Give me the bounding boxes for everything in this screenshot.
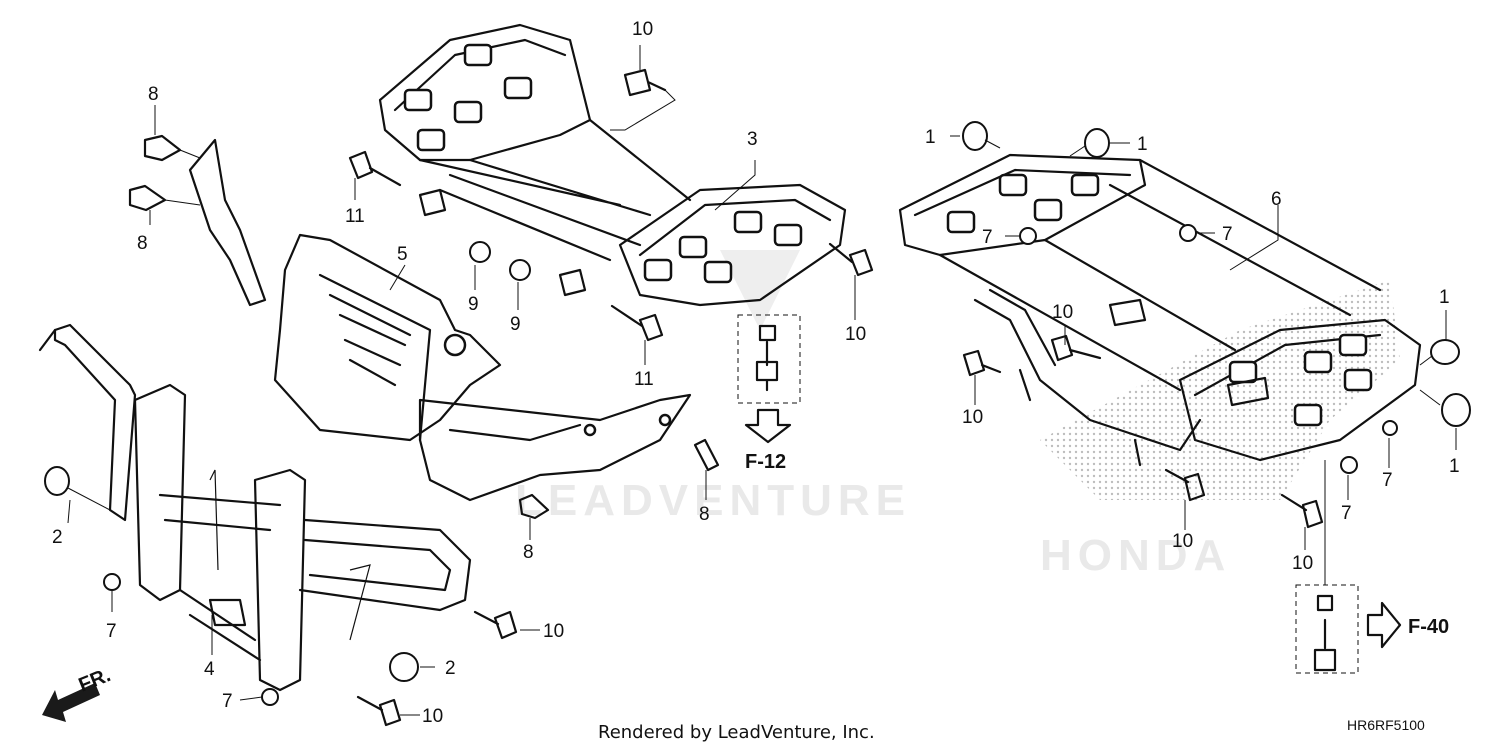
part-3-front-carrier: [378, 23, 847, 307]
arrow-right-icon: [1366, 601, 1402, 649]
fasteners: [44, 45, 1471, 727]
callout-4: 4: [204, 659, 215, 680]
callout-10: 10: [422, 706, 443, 727]
callout-10: 10: [632, 19, 653, 40]
callout-9: 9: [510, 314, 521, 335]
callout-11: 11: [634, 369, 654, 390]
leadventure-watermark: LEADVENTURE: [515, 250, 911, 525]
honda-watermark-text: HONDA: [1040, 531, 1231, 580]
callout-7: 7: [1222, 224, 1233, 245]
callout-7: 7: [1341, 503, 1352, 524]
flange-bolt-icon: [348, 68, 1337, 727]
part-4-front-bumper: [38, 323, 472, 692]
callout-10: 10: [845, 324, 866, 345]
callout-8: 8: [148, 84, 159, 105]
callout-labels: 10 3 8 8 5 11 9 9 11 10 8 8 2 7 4 7 10 2…: [52, 19, 1460, 727]
callout-8: 8: [523, 542, 534, 563]
callout-7: 7: [1382, 470, 1393, 491]
ref-f12-label: F-12: [745, 451, 786, 473]
callout-11: 11: [345, 206, 365, 227]
diagram-code: HR6RF5100: [1347, 717, 1425, 733]
honda-watermark-logo: HONDA: [1040, 280, 1400, 580]
callout-10: 10: [543, 621, 564, 642]
callout-2: 2: [52, 527, 63, 548]
callout-9: 9: [468, 294, 479, 315]
leader-lines: [67, 45, 1457, 716]
part-6-rear-carrier: [898, 153, 1422, 467]
reference-f12[interactable]: F-12: [744, 408, 792, 473]
callout-7: 7: [222, 691, 233, 712]
leadventure-watermark-text: LEADVENTURE: [515, 476, 911, 525]
callout-2: 2: [445, 658, 456, 679]
callout-10: 10: [1052, 302, 1073, 323]
flange-nut-icon: [103, 224, 1398, 706]
ref-f40-label: F-40: [1408, 616, 1449, 638]
callout-10: 10: [1172, 531, 1193, 552]
callout-6: 6: [1271, 189, 1282, 210]
callout-8: 8: [137, 233, 148, 254]
callout-1: 1: [1449, 456, 1460, 477]
callout-1: 1: [1137, 134, 1148, 155]
callout-7: 7: [106, 621, 117, 642]
arrow-down-icon: [744, 408, 792, 444]
callout-1: 1: [925, 127, 936, 148]
arrow-front-icon: [42, 683, 100, 722]
callout-5: 5: [397, 244, 408, 265]
callout-10: 10: [1292, 553, 1313, 574]
push-clip-icon: [128, 134, 720, 520]
part-5-front-cover: [188, 138, 692, 502]
rubber-pad-icon: [44, 121, 1471, 682]
callout-10: 10: [962, 407, 983, 428]
callout-7: 7: [982, 227, 993, 248]
footer-credit: Rendered by LeadVenture, Inc.: [598, 722, 875, 743]
hardware-group-box-f12: [737, 314, 801, 404]
callout-8: 8: [699, 504, 710, 525]
front-direction-indicator: FR.: [42, 664, 114, 722]
reference-f40[interactable]: F-40: [1366, 601, 1449, 649]
callout-1: 1: [1439, 287, 1450, 308]
hardware-group-box-f40: [1295, 584, 1359, 674]
front-label: FR.: [76, 664, 114, 696]
callout-3: 3: [747, 129, 758, 150]
